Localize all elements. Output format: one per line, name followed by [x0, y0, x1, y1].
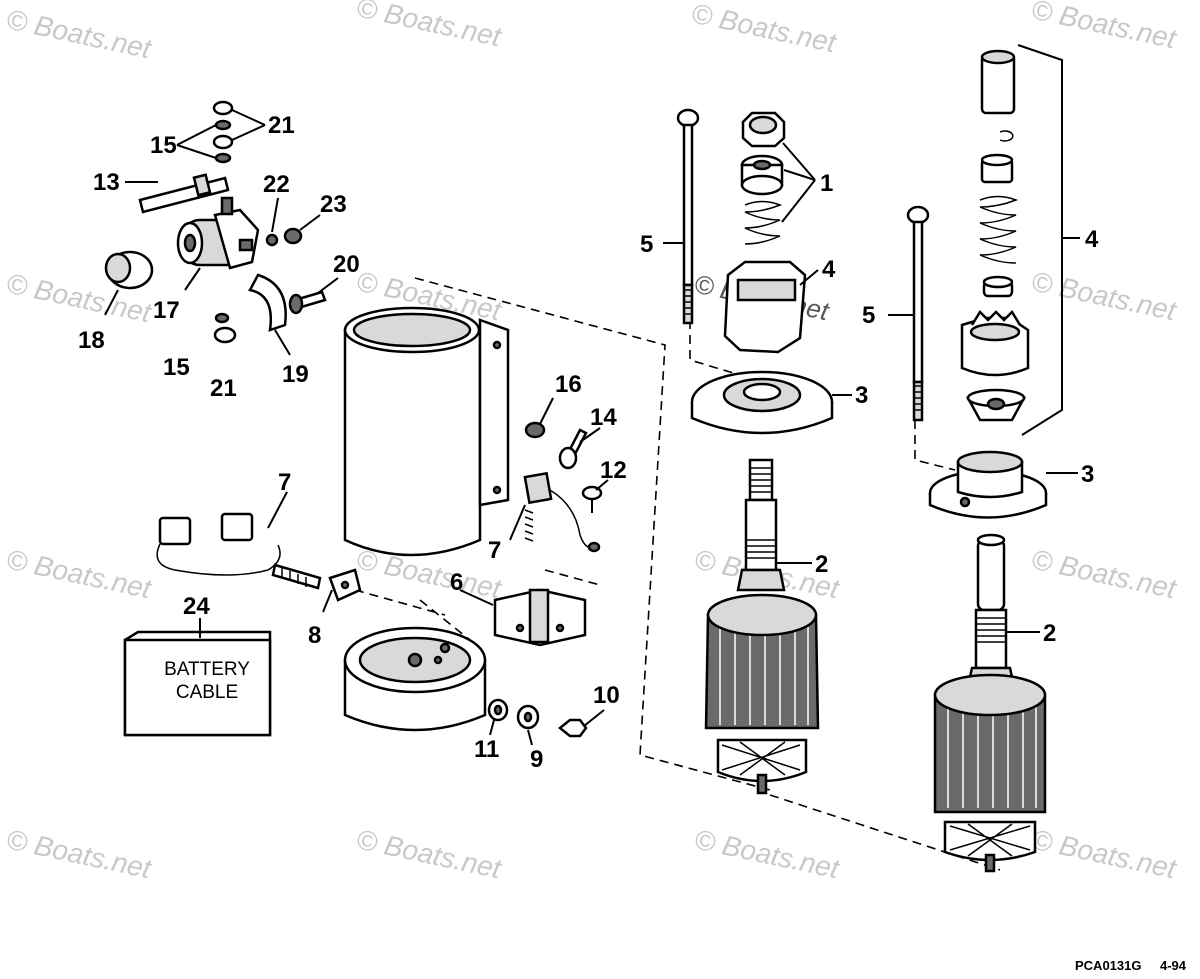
strap-19: [248, 273, 287, 332]
callout-5: 5: [640, 231, 653, 258]
callout-8: 8: [308, 622, 321, 649]
battery-cable-line2: CABLE: [176, 682, 238, 703]
leader-lines: [104, 109, 1078, 746]
callout-3: 3: [855, 382, 868, 409]
spring-1: [744, 200, 783, 245]
drive-end-assembly-right: [906, 44, 1080, 519]
callout-15: 15: [163, 354, 190, 381]
watermark: © Boats.net: [689, 0, 840, 59]
callout-16: 16: [555, 371, 582, 398]
stud-13: [138, 176, 230, 214]
armature-right: [933, 533, 1047, 873]
brush-holder-6: [493, 588, 587, 647]
nut-21: [212, 134, 234, 150]
callout-9: 9: [530, 746, 543, 773]
nut-21: [212, 100, 234, 116]
watermark: © Boats.net: [354, 824, 505, 885]
callout-4: 4: [1085, 226, 1099, 253]
watermark: © Boats.net: [1029, 544, 1180, 605]
callout-18: 18: [78, 327, 105, 354]
callout-2: 2: [815, 551, 828, 578]
solenoid-assembly: [104, 100, 327, 344]
battery-cable-line1: BATTERY: [164, 659, 250, 680]
nut-10: [557, 718, 588, 738]
brush-set-left: [156, 512, 322, 590]
callout-5: 5: [862, 302, 875, 329]
callout-22: 22: [263, 171, 290, 198]
armature-left: [704, 458, 820, 795]
watermark: © Boats.net: [4, 4, 155, 65]
callout-15: 15: [150, 132, 177, 159]
callouts: 1 2 2 3 3 4 4 5 5 6 7 7 8 9 10 11 12 13 …: [78, 112, 1099, 773]
drive-4: [723, 260, 807, 354]
callout-10: 10: [593, 682, 620, 709]
frame-bracket: [478, 318, 510, 507]
nut-23: [283, 227, 303, 245]
watermark: © Boats.net: [692, 824, 843, 885]
field-frame: [343, 306, 510, 557]
reference-date: 4-94: [1160, 958, 1187, 973]
reference-code: PCA0131G: [1075, 958, 1141, 973]
washer-15: [214, 152, 232, 164]
callout-6: 6: [450, 569, 463, 596]
callout-23: 23: [320, 191, 347, 218]
washer-15-lower: [214, 312, 230, 324]
callout-7: 7: [278, 469, 291, 496]
callout-2: 2: [1043, 620, 1056, 647]
watermark: © Boats.net: [354, 0, 505, 53]
callout-17: 17: [153, 297, 180, 324]
washer-16: [524, 421, 546, 439]
commutator-end-cap: [343, 626, 487, 732]
callout-4: 4: [822, 256, 836, 283]
callout-20: 20: [333, 251, 360, 278]
washer-22: [265, 233, 279, 247]
watermark: © Boats.net: [4, 544, 155, 605]
drive-end-assembly-left: [676, 108, 834, 435]
callout-24: 24: [183, 593, 210, 620]
battery-cable-box: BATTERY CABLE: [123, 618, 272, 737]
callout-19: 19: [282, 361, 309, 388]
watermark: © Boats.net: [1029, 824, 1180, 885]
washer-15: [214, 119, 232, 131]
callout-13: 13: [93, 169, 120, 196]
callout-11: 11: [474, 736, 499, 763]
callout-3: 3: [1081, 461, 1094, 488]
callout-7: 7: [488, 537, 501, 564]
callout-21: 21: [210, 375, 237, 402]
watermark: © Boats.net: [1029, 266, 1180, 327]
nut-21-lower: [213, 326, 237, 344]
callout-1: 1: [820, 170, 833, 197]
callout-14: 14: [590, 404, 617, 431]
callout-21: 21: [268, 112, 295, 139]
callout-12: 12: [600, 457, 627, 484]
watermark: © Boats.net: [4, 824, 155, 885]
watermark: © Boats.net: [1029, 0, 1180, 55]
brush-set-right: [523, 471, 601, 553]
